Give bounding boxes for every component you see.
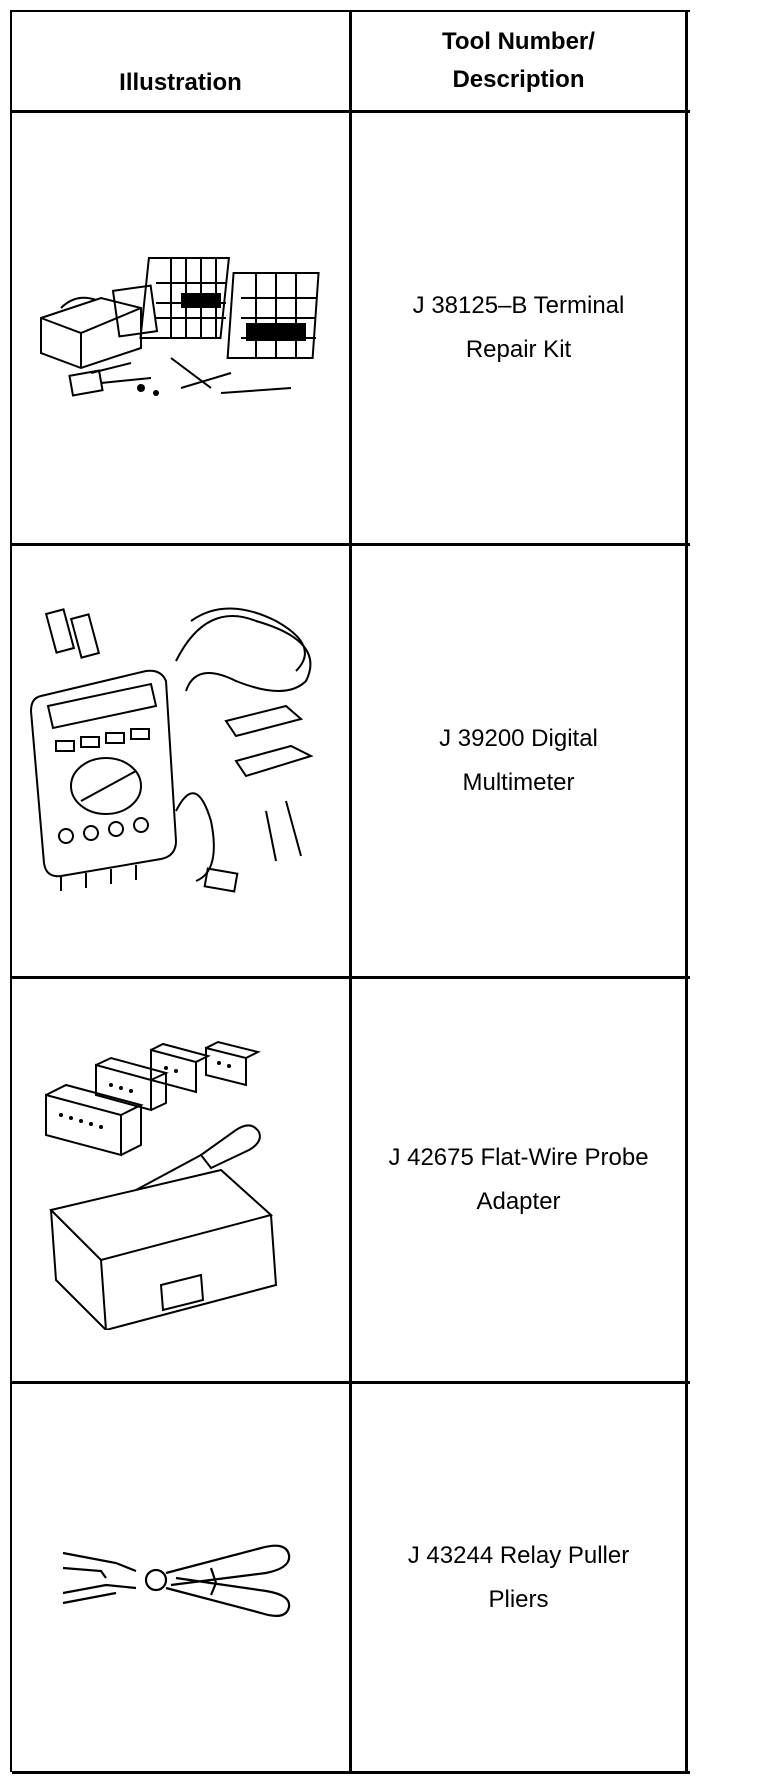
illustration-cell xyxy=(12,113,352,543)
relay-puller-pliers-icon xyxy=(62,1544,290,1617)
table-header: Illustration Tool Number/ Description xyxy=(12,12,690,113)
table-row: J 43244 Relay Puller Pliers xyxy=(12,1384,690,1774)
header-tool-number-label: Tool Number/ Description xyxy=(442,28,595,93)
description-cell: J 42675 Flat-Wire Probe Adapter xyxy=(352,979,688,1381)
illustration-cell xyxy=(12,546,352,976)
header-illustration: Illustration xyxy=(12,12,352,110)
table-row: J 42675 Flat-Wire Probe Adapter xyxy=(12,979,690,1384)
table-row: J 38125–B Terminal Repair Kit xyxy=(12,113,690,546)
illustration-cell xyxy=(12,979,352,1381)
probe-adapter-icon xyxy=(44,1040,277,1330)
digital-multimeter-icon xyxy=(29,607,314,893)
description-cell: J 38125–B Terminal Repair Kit xyxy=(352,113,688,543)
terminal-repair-kit-icon xyxy=(39,257,320,397)
tools-table: Illustration Tool Number/ Description xyxy=(10,10,690,1774)
header-tool-number: Tool Number/ Description xyxy=(352,12,688,110)
description-cell: J 43244 Relay Puller Pliers xyxy=(352,1384,688,1771)
illustration-cell xyxy=(12,1384,352,1771)
table-row: J 39200 Digital Multimeter xyxy=(12,546,690,979)
description-cell: J 39200 Digital Multimeter xyxy=(352,546,688,976)
